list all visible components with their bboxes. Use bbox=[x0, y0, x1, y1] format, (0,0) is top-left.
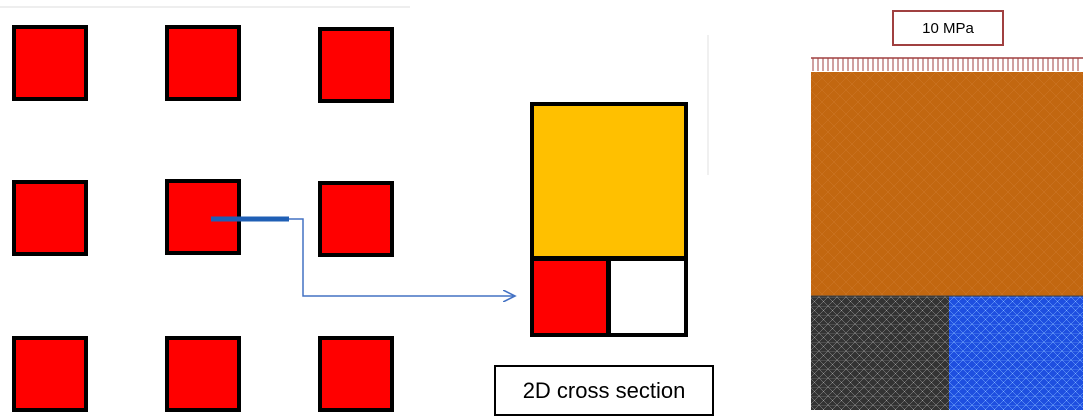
connector-arrow bbox=[289, 218, 515, 296]
load-label: 10 MPa bbox=[892, 10, 1004, 46]
distributed-load bbox=[811, 57, 1083, 71]
inclusion-square bbox=[165, 25, 241, 101]
inclusion-square-selected bbox=[165, 179, 241, 255]
fe-mesh-model bbox=[811, 72, 1083, 410]
inclusion-square bbox=[318, 27, 394, 103]
cross-section-label: 2D cross section bbox=[494, 365, 714, 416]
inclusion-square bbox=[318, 181, 394, 257]
inclusion-square bbox=[12, 180, 88, 256]
inclusion-square bbox=[12, 25, 88, 101]
matrix-region bbox=[530, 102, 688, 260]
inclusion-square bbox=[12, 336, 88, 412]
inclusion-region bbox=[530, 257, 610, 337]
unit-cell-cross-section bbox=[530, 102, 688, 337]
inclusion-square bbox=[318, 336, 394, 412]
inclusion-square bbox=[165, 336, 241, 412]
void-region bbox=[607, 257, 688, 337]
